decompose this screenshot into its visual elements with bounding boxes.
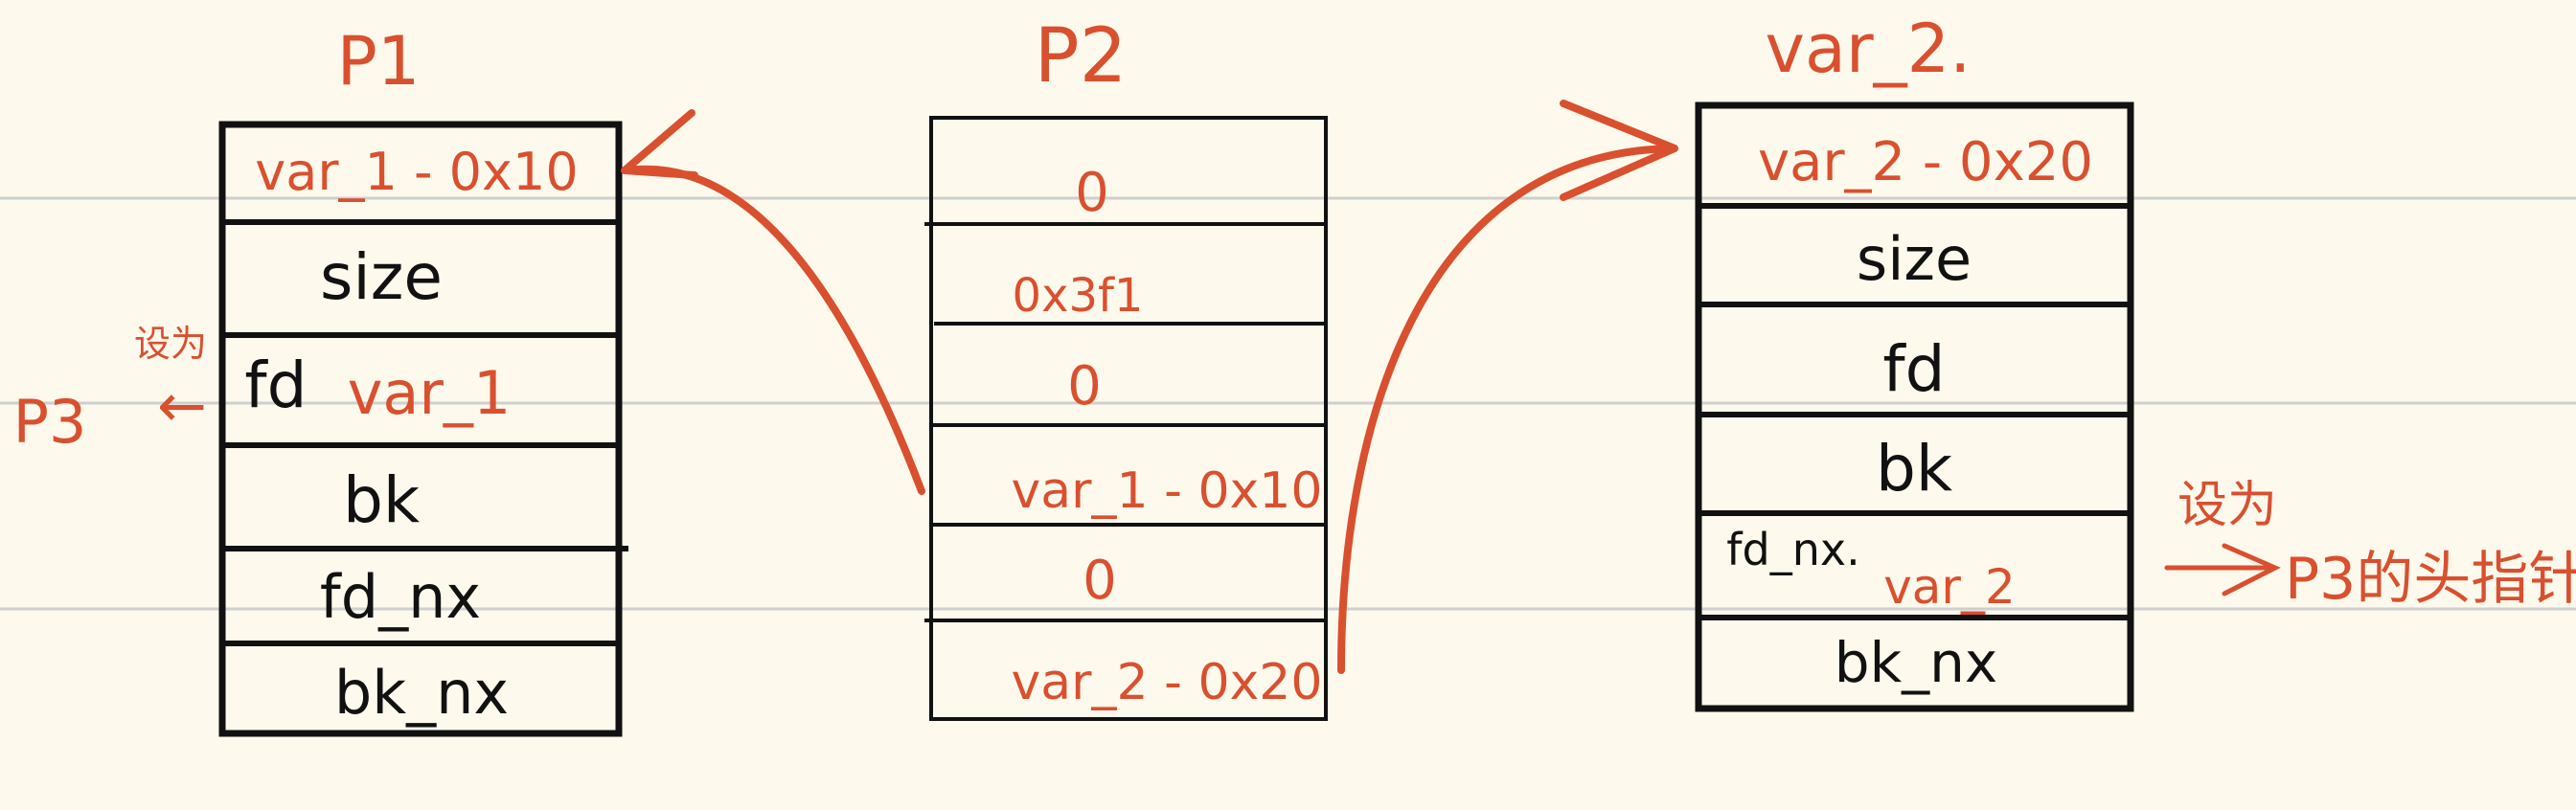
set-to-label-left: 设为 xyxy=(134,323,207,365)
p2-cell-bk: var_1 - 0x10 xyxy=(1012,462,1323,520)
var2-cell-size: size xyxy=(1857,224,1972,294)
p3-head-pointer-note: P3的头指针 xyxy=(2285,546,2576,613)
var2-box xyxy=(1695,101,2134,712)
p2-cell-bk-nx: var_2 - 0x20 xyxy=(1012,654,1323,711)
p1-cell-bk: bk xyxy=(343,463,421,537)
var2-chunk: var_2. var_2 - 0x20 size fd bk fd_nx. va… xyxy=(1695,10,2134,712)
p3-annotation: P3 设为 ← xyxy=(13,323,207,457)
p1-title: P1 xyxy=(337,22,421,101)
p2-cell-prev-size: 0 xyxy=(1075,162,1109,224)
p1-fd-overwrite: var_1 xyxy=(348,358,512,428)
set-to-label-right: 设为 xyxy=(2177,477,2277,534)
p2-chunk: P2 0 0x3f1 0 var_1 - 0x10 0 var_2 - 0x20 xyxy=(924,13,1328,721)
p1-box xyxy=(218,121,623,737)
var2-fd-nx-overwrite: var_2 xyxy=(1883,559,2016,615)
var2-cell-prev-size: var_2 - 0x20 xyxy=(1758,131,2093,193)
var2-cell-bk-nx: bk_nx xyxy=(1835,630,1998,695)
var2-cell-bk: bk xyxy=(1876,432,1953,506)
left-arrow-icon: ← xyxy=(157,371,207,440)
var2-cell-fd-nx: fd_nx. xyxy=(1726,524,1859,575)
p2-cell-fd: 0 xyxy=(1067,355,1102,417)
p2-box xyxy=(929,116,1328,721)
right-arrow-icon xyxy=(2164,543,2281,596)
p1-cell-size: size xyxy=(320,240,443,314)
p2-title: P2 xyxy=(1035,13,1128,100)
p2-cell-fd-nx: 0 xyxy=(1083,550,1117,612)
var2-cell-fd: fd xyxy=(1882,332,1945,406)
p1-cell-fd-nx: fd_nx xyxy=(320,562,481,632)
p1-cell-prev-size: var_1 - 0x10 xyxy=(255,142,578,202)
ruled-lines xyxy=(0,196,2576,611)
p1-cell-bk-nx: bk_nx xyxy=(334,658,509,728)
p2-cell-size: 0x3f1 xyxy=(1013,269,1144,323)
right-annotation: 设为 P3的头指针 xyxy=(2164,477,2576,613)
var2-title: var_2. xyxy=(1766,10,1972,88)
arrow-p2-to-var2 xyxy=(1337,100,1678,674)
p1-cell-fd: fd xyxy=(244,349,307,422)
p3-label: P3 xyxy=(13,387,87,457)
p1-chunk: P1 var_1 - 0x10 size fd var_1 bk fd_nx b… xyxy=(218,22,628,737)
arrow-p2-to-p1 xyxy=(621,109,925,495)
